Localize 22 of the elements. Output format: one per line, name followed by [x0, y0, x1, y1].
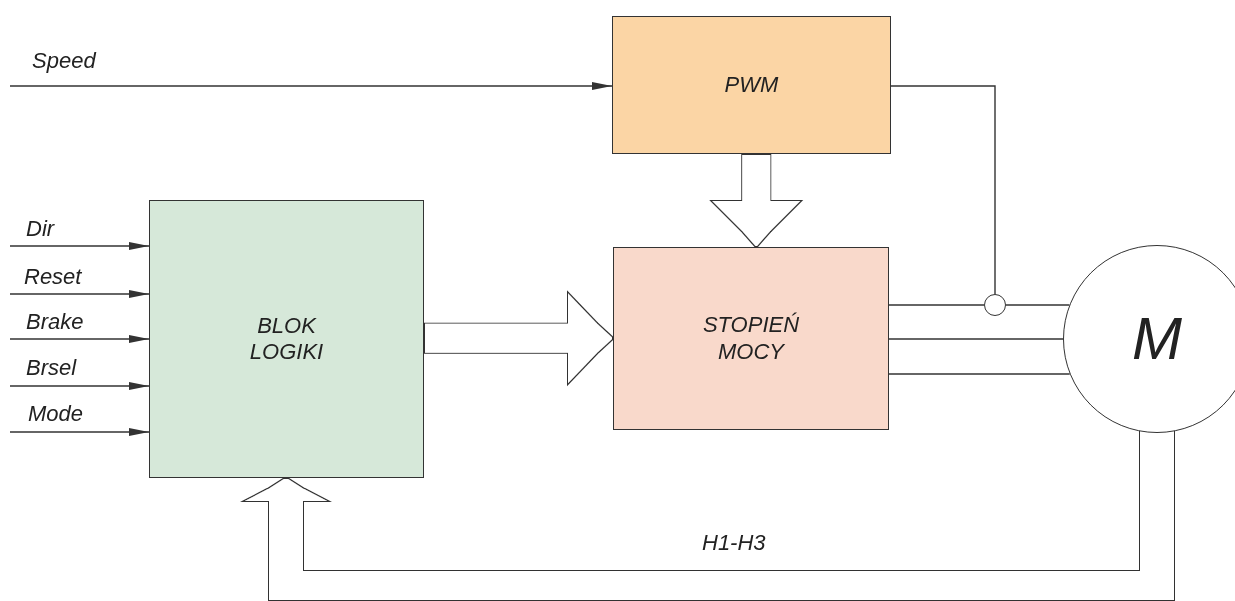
connector-line: [890, 85, 996, 295]
arrow: [9, 335, 150, 343]
arrow: [9, 428, 150, 436]
process-box: [612, 16, 891, 154]
arrow: [9, 382, 150, 390]
block-arrow: [424, 290, 613, 387]
block-arrow: [709, 154, 804, 247]
block-arrow: [240, 429, 1175, 601]
process-box: [613, 247, 889, 430]
arrow: [9, 242, 150, 250]
arrow: [9, 290, 150, 298]
block-label: PWM: [724, 71, 779, 99]
junction-circle: [984, 294, 1006, 316]
process-box: [149, 200, 424, 478]
connector-line: [888, 338, 1064, 340]
connector-line: [1005, 304, 1071, 306]
motor-symbol: M: [1132, 304, 1182, 374]
arrow: [9, 82, 613, 90]
connector-line: [888, 373, 1071, 375]
block-label: BLOK LOGIKI: [248, 312, 325, 366]
connector-line: [888, 304, 985, 306]
block-label: STOPIEŃ MOCY: [701, 312, 801, 365]
